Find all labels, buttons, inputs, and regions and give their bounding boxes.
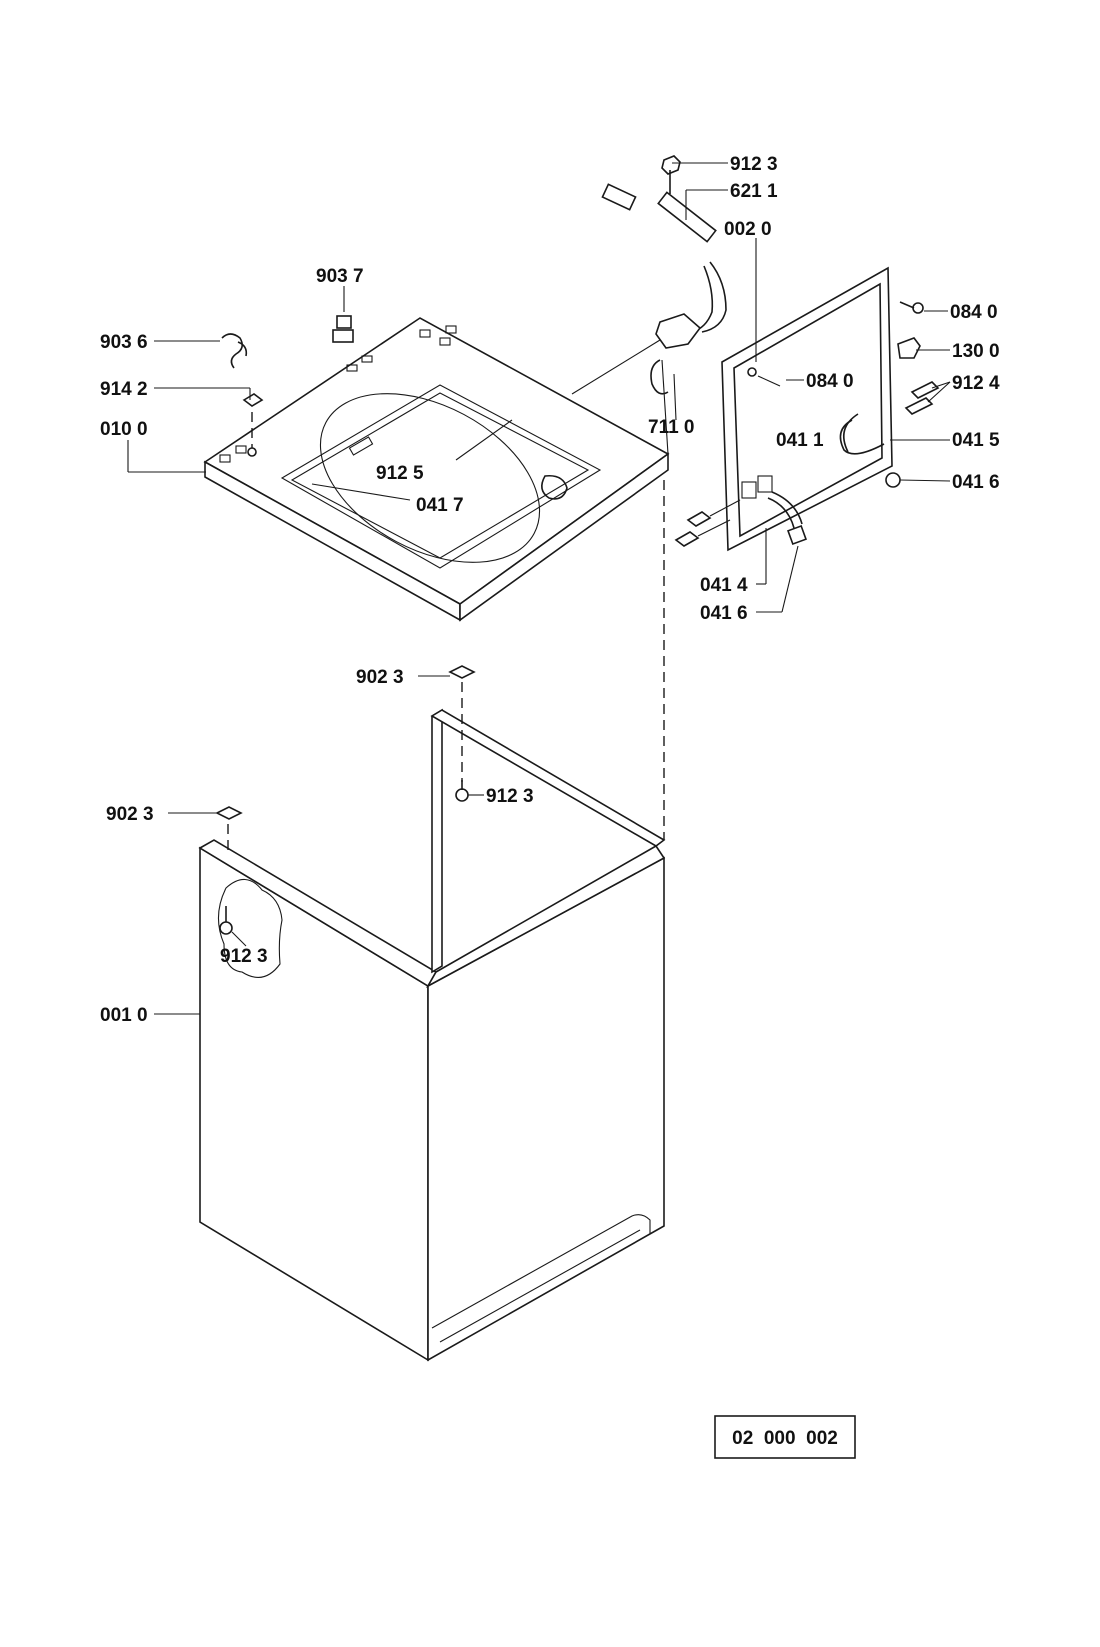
label-0020: 002 0 <box>724 219 772 240</box>
label-9124: 912 4 <box>952 373 1000 394</box>
control-panel-frame-0020 <box>674 266 940 552</box>
cabinet-0010 <box>198 708 666 1362</box>
label-0416-b: 041 6 <box>700 603 748 624</box>
part-9142 <box>242 393 264 457</box>
label-9023-a: 902 3 <box>356 667 404 688</box>
label-9037: 903 7 <box>316 266 364 287</box>
switch-harness-6211 <box>571 155 727 455</box>
bracket-9023-top <box>448 665 476 782</box>
label-0417: 041 7 <box>416 495 464 516</box>
drawing-code-box: 02 000 002 <box>714 1415 856 1459</box>
label-9036: 903 6 <box>100 332 148 353</box>
label-7110: 711 0 <box>648 417 695 438</box>
label-9125: 912 5 <box>376 463 424 484</box>
label-0010: 001 0 <box>100 1005 148 1026</box>
screw-9123-mid <box>455 780 469 802</box>
leader-lines <box>127 162 951 1015</box>
label-0840-a: 084 0 <box>950 302 998 323</box>
clip-9036 <box>221 333 248 369</box>
label-9142: 914 2 <box>100 379 148 400</box>
label-9123-mid: 912 3 <box>486 786 534 807</box>
label-0414: 041 4 <box>700 575 748 596</box>
label-0415: 041 5 <box>952 430 1000 451</box>
label-6211: 621 1 <box>730 181 778 202</box>
label-9123-low: 912 3 <box>220 946 268 967</box>
drawing-code: 02 000 002 <box>732 1428 838 1449</box>
bracket-9023-left <box>215 806 243 850</box>
top-cover-0100 <box>203 317 670 622</box>
label-9123-top: 912 3 <box>730 154 778 175</box>
label-9023-b: 902 3 <box>106 804 154 825</box>
label-0416-a: 041 6 <box>952 472 1000 493</box>
screw-9123-low <box>219 906 233 935</box>
label-0411: 041 1 <box>776 430 824 451</box>
part-labels: 912 3 621 1 002 0 903 7 903 6 914 2 010 … <box>100 154 1000 1026</box>
label-1300: 130 0 <box>952 341 1000 362</box>
label-0840-b: 084 0 <box>806 371 854 392</box>
label-0100: 010 0 <box>100 419 148 440</box>
clip-9037 <box>332 315 354 343</box>
